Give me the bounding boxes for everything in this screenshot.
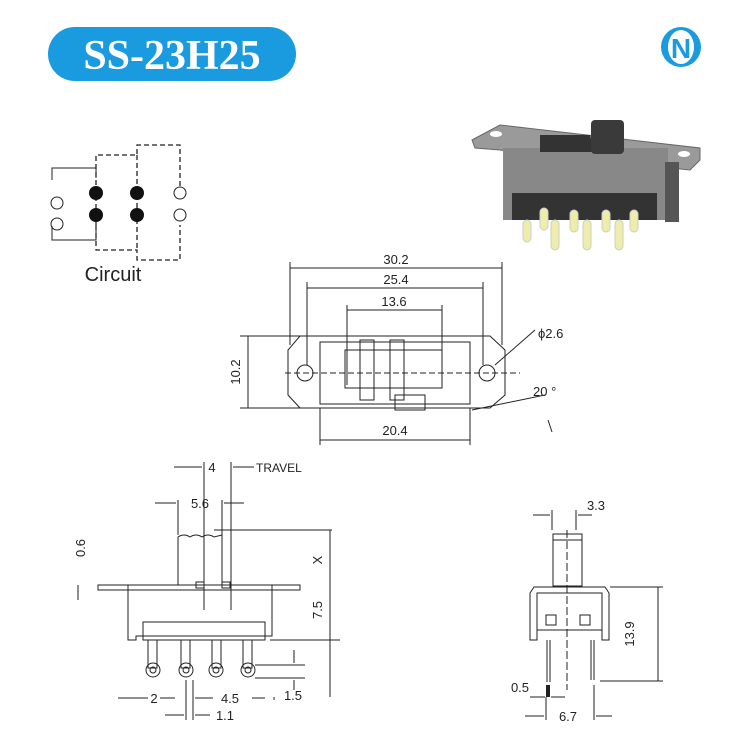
dimension-label: X — [310, 555, 325, 564]
dimension-label: 20.4 — [382, 423, 407, 438]
top-view-drawing: 30.2 25.4 13.6 10.2 20.4 ϕ2.6 20 ° — [228, 252, 563, 445]
dimension-label: 10.2 — [228, 359, 243, 384]
circuit-label: Circuit — [85, 264, 142, 286]
dimension-label: 7.5 — [310, 601, 325, 619]
dimension-label: 20 ° — [533, 384, 556, 399]
product-title: SS-23H25 — [83, 33, 260, 79]
dimension-label: 4 — [208, 460, 215, 475]
dimension-label: 4.5 — [221, 691, 239, 706]
dimension-label: 25.4 — [383, 272, 408, 287]
dimension-label: 6.7 — [559, 709, 577, 724]
dimension-label: 0.6 — [73, 539, 88, 557]
pins — [145, 639, 256, 678]
dimension-label: TRAVEL — [256, 461, 302, 475]
dimension-label: 5.6 — [191, 496, 209, 511]
dimension-label: ϕ2.6 — [538, 326, 563, 341]
dimension-label: 1.5 — [284, 688, 302, 703]
brand-logo: N — [661, 27, 701, 67]
dimension-label: 0.5 — [511, 680, 529, 695]
dimension-label: N — [671, 33, 691, 64]
end-view-drawing: 3.3 13.9 0.5 6.7 — [511, 498, 663, 724]
dimension-label: 30.2 — [383, 252, 408, 267]
dimension-label: 1.1 — [216, 708, 234, 723]
product-photo — [471, 120, 701, 251]
side-view-drawing: 4 TRAVEL 5.6 0.6 X 7.5 1.5 2 4.5 1.1 — [73, 460, 340, 723]
dimension-label: 2 — [150, 691, 157, 706]
dimension-label: 13.6 — [381, 294, 406, 309]
title-badge: SS-23H25 — [48, 27, 296, 81]
dimension-label: 3.3 — [587, 498, 605, 513]
circuit-diagram: Circuit — [50, 144, 187, 286]
dimension-label: 13.9 — [622, 621, 637, 646]
